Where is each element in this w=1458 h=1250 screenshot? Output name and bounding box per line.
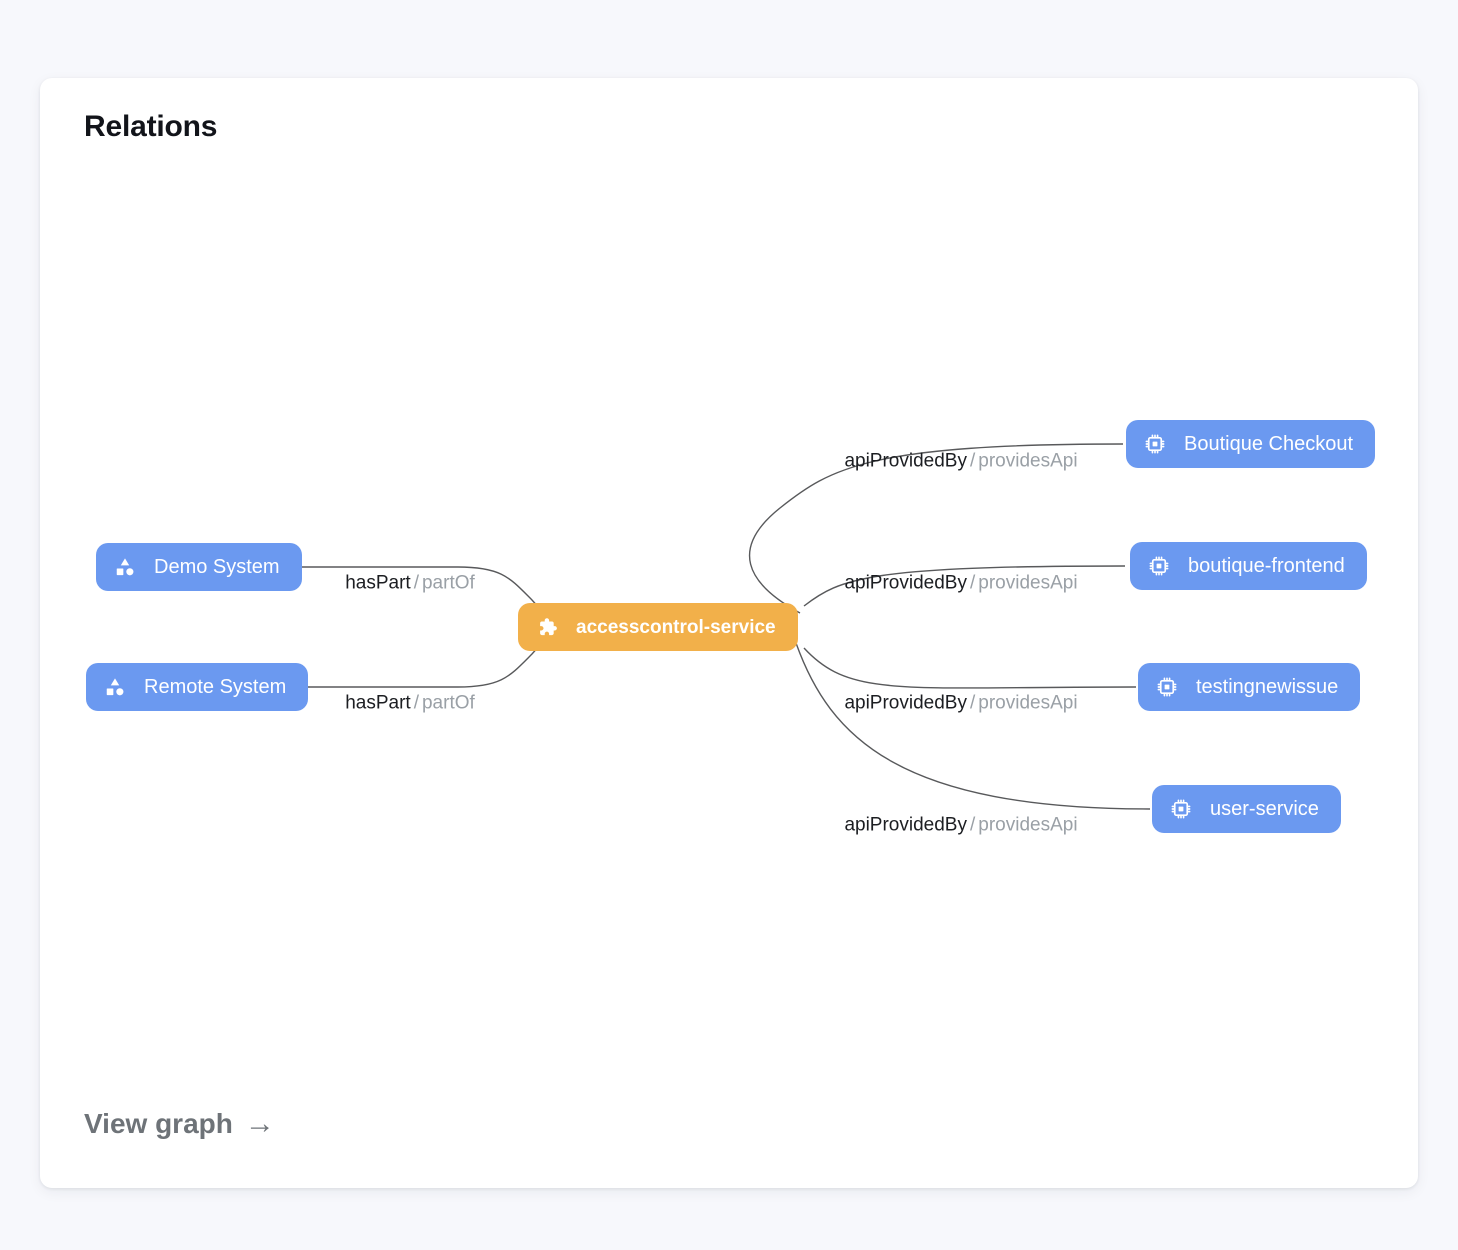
category-shapes-icon	[114, 556, 136, 578]
edge-label-secondary: partOf	[421, 572, 475, 594]
graph-node-label: accesscontrol-service	[576, 616, 776, 638]
graph-node-label: testingnewissue	[1196, 676, 1339, 698]
graph-node-label: boutique-frontend	[1188, 555, 1345, 577]
graph-node-boutique-frontend[interactable]: boutique-frontend	[1130, 542, 1367, 590]
edge-label-primary: apiProvidedBy	[844, 450, 967, 472]
edge-label-primary: apiProvidedBy	[844, 692, 967, 714]
edge-label-primary: apiProvidedBy	[844, 814, 967, 836]
edge-label-secondary: providesApi	[978, 450, 1078, 472]
view-graph-label: View graph	[84, 1108, 233, 1139]
edge-label-separator: /	[969, 692, 976, 714]
edge-label-primary: hasPart	[345, 572, 411, 594]
edge-label-secondary: providesApi	[978, 692, 1078, 714]
graph-edge-label-edge-testing: apiProvidedBy/providesApi	[844, 694, 1077, 713]
edge-label-secondary: providesApi	[978, 814, 1078, 836]
view-graph-link[interactable]: View graph →	[84, 1108, 275, 1140]
puzzle-piece-icon	[536, 616, 558, 638]
edge-label-separator: /	[969, 814, 976, 836]
graph-edge-edge-user	[795, 642, 1151, 810]
edge-label-separator: /	[969, 450, 976, 472]
graph-edge-label-edge-checkout: apiProvidedBy/providesApi	[844, 452, 1077, 471]
cpu-chip-icon	[1170, 798, 1192, 820]
category-shapes-icon	[104, 676, 126, 698]
graph-edge-edge-remote	[300, 644, 541, 688]
graph-node-label: Boutique Checkout	[1184, 433, 1354, 455]
edge-label-secondary: partOf	[421, 692, 475, 714]
edge-label-separator: /	[413, 692, 419, 714]
graph-node-testingnewissue[interactable]: testingnewissue	[1138, 663, 1361, 711]
graph-node-demo-system[interactable]: Demo System	[96, 543, 302, 591]
graph-edge-label-edge-frontend: apiProvidedBy/providesApi	[844, 574, 1077, 593]
edge-label-secondary: providesApi	[978, 572, 1078, 594]
edge-label-separator: /	[969, 572, 976, 594]
graph-node-label: Remote System	[144, 676, 287, 698]
cpu-chip-icon	[1144, 433, 1166, 455]
graph-edge-label-edge-remote: hasPart/partOf	[345, 694, 475, 713]
edge-label-primary: hasPart	[345, 692, 411, 714]
cpu-chip-icon	[1156, 676, 1178, 698]
graph-edge-edge-testing	[803, 647, 1137, 689]
graph-node-user-service[interactable]: user-service	[1152, 785, 1341, 833]
graph-edge-label-edge-demo: hasPart/partOf	[345, 574, 475, 593]
graph-node-accesscontrol[interactable]: accesscontrol-service	[518, 603, 798, 651]
graph-node-label: user-service	[1210, 798, 1319, 820]
arrow-right-icon: →	[244, 1107, 275, 1140]
graph-node-boutique-checkout[interactable]: Boutique Checkout	[1126, 420, 1376, 468]
cpu-chip-icon	[1148, 555, 1170, 577]
page-title: Relations	[84, 110, 218, 143]
graph-node-label: Demo System	[154, 556, 280, 578]
graph-edge-label-edge-user: apiProvidedBy/providesApi	[844, 816, 1077, 835]
edge-label-primary: apiProvidedBy	[844, 572, 967, 594]
edge-label-separator: /	[413, 572, 419, 594]
graph-node-remote-system[interactable]: Remote System	[86, 663, 309, 711]
